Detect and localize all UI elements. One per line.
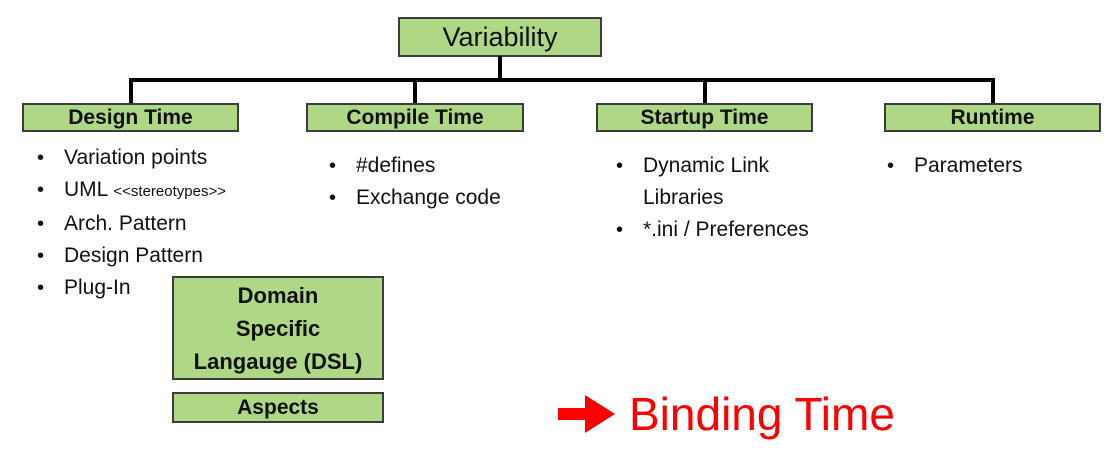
- category-label: Startup Time: [640, 106, 769, 129]
- root-box-label: Variability: [442, 22, 558, 52]
- connector-stub-compile-time: [413, 81, 417, 104]
- category-label: Runtime: [950, 106, 1035, 129]
- list-item: Variation points: [28, 142, 318, 174]
- bullet-list-startup-time: Dynamic Link Libraries *.ini / Preferenc…: [607, 150, 833, 246]
- dsl-line-2: Specific: [235, 315, 321, 341]
- aspects-label: Aspects: [237, 396, 319, 419]
- list-item: UML <<stereotypes>>: [28, 174, 318, 208]
- category-box-compile-time: Compile Time: [306, 103, 524, 132]
- category-label: Design Time: [68, 106, 193, 129]
- category-label: Compile Time: [346, 106, 484, 129]
- category-box-design-time: Design Time: [22, 103, 239, 132]
- list-item: #defines: [320, 150, 570, 182]
- connector-trunk: [498, 56, 502, 81]
- list-item: Parameters: [878, 150, 1108, 182]
- aspects-box: Aspects: [172, 392, 384, 423]
- list-item: *.ini / Preferences: [607, 214, 833, 246]
- dsl-line-3: Langauge (DSL): [193, 348, 363, 374]
- category-box-runtime: Runtime: [884, 103, 1101, 132]
- right-arrow-icon: [558, 395, 615, 433]
- stereotypes-small-text: <<stereotypes>>: [113, 183, 226, 200]
- connector-stub-design-time: [129, 81, 133, 104]
- bullet-list-compile-time: #defines Exchange code: [320, 150, 570, 214]
- binding-time-annotation: Binding Time: [558, 388, 895, 440]
- connector-stub-startup-time: [703, 81, 707, 104]
- dsl-line-1: Domain: [237, 282, 319, 308]
- dsl-box: Domain Specific Langauge (DSL): [172, 276, 384, 380]
- root-box-variability: Variability: [398, 17, 602, 57]
- connector-stub-runtime: [991, 81, 995, 104]
- list-item: Exchange code: [320, 182, 570, 214]
- list-item: Plug-In: [28, 272, 318, 304]
- connector-crossbar: [129, 78, 995, 82]
- category-box-startup-time: Startup Time: [596, 103, 813, 132]
- bullet-list-design-time: Variation points UML <<stereotypes>> Arc…: [28, 142, 318, 304]
- list-item: Arch. Pattern: [28, 208, 318, 240]
- list-item: Dynamic Link Libraries: [607, 150, 833, 214]
- bullet-list-runtime: Parameters: [878, 150, 1108, 182]
- list-item: Design Pattern: [28, 240, 318, 272]
- binding-time-label: Binding Time: [629, 388, 895, 440]
